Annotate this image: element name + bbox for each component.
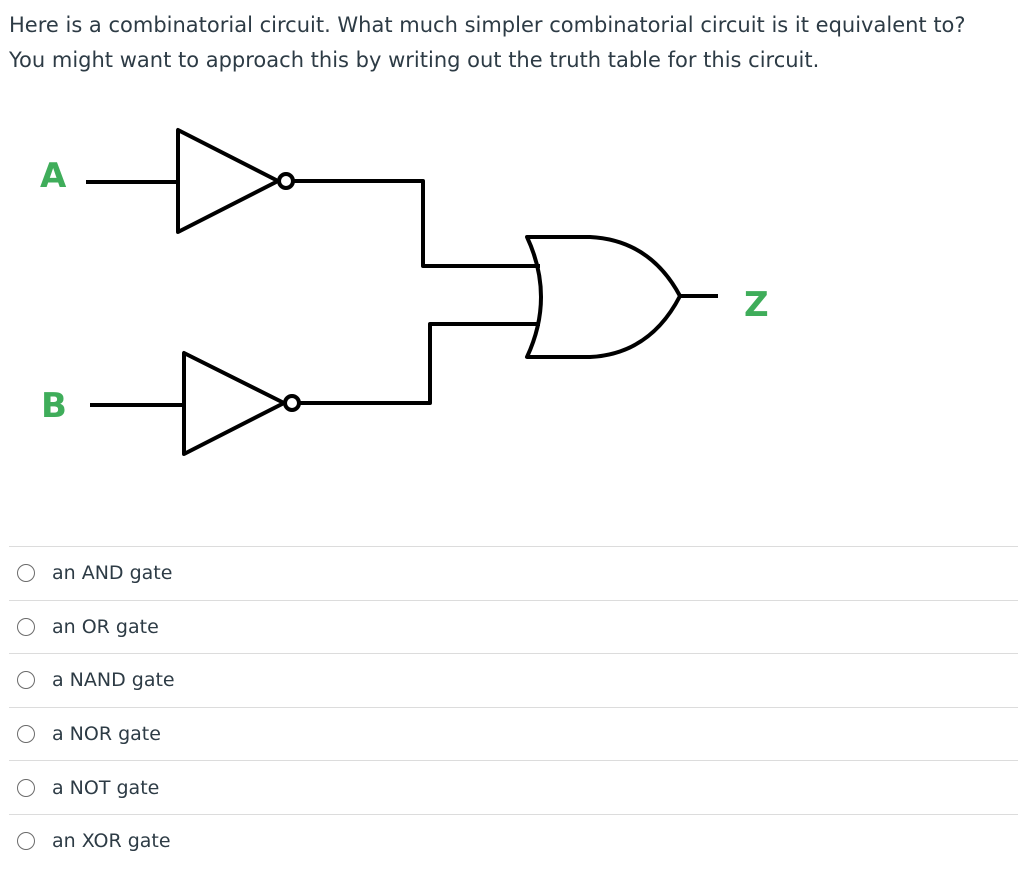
- answer-option-xor[interactable]: an XOR gate: [9, 813, 1018, 868]
- question-text: Here is a combinatorial circuit. What mu…: [9, 13, 966, 72]
- output-z-label: Z: [744, 285, 769, 325]
- radio-button[interactable]: [17, 725, 35, 744]
- answer-label: an OR gate: [52, 615, 159, 638]
- answer-list: an AND gate an OR gate a NAND gate a NOR…: [9, 546, 1018, 868]
- radio-button[interactable]: [17, 832, 35, 851]
- or-gate: [500, 235, 718, 359]
- input-b-label: B: [41, 386, 67, 426]
- input-a-label: A: [40, 156, 67, 196]
- answer-option-nand[interactable]: a NAND gate: [9, 653, 1018, 707]
- answer-label: a NAND gate: [52, 669, 175, 692]
- radio-button[interactable]: [17, 617, 35, 636]
- answer-option-not[interactable]: a NOT gate: [9, 760, 1018, 814]
- answer-option-nor[interactable]: a NOR gate: [9, 706, 1018, 761]
- not-gate-b: [90, 322, 500, 456]
- not-gate-a: [86, 128, 500, 268]
- answer-label: an XOR gate: [52, 830, 171, 853]
- radio-button[interactable]: [17, 564, 35, 583]
- answer-option-and[interactable]: an AND gate: [9, 546, 1018, 600]
- answer-label: a NOR gate: [52, 723, 161, 746]
- circuit-diagram: A B Z: [40, 128, 769, 456]
- radio-button[interactable]: [17, 671, 35, 690]
- answer-label: an AND gate: [52, 562, 173, 585]
- answer-option-or[interactable]: an OR gate: [9, 599, 1018, 654]
- radio-button[interactable]: [17, 778, 35, 797]
- answer-label: a NOT gate: [52, 776, 160, 799]
